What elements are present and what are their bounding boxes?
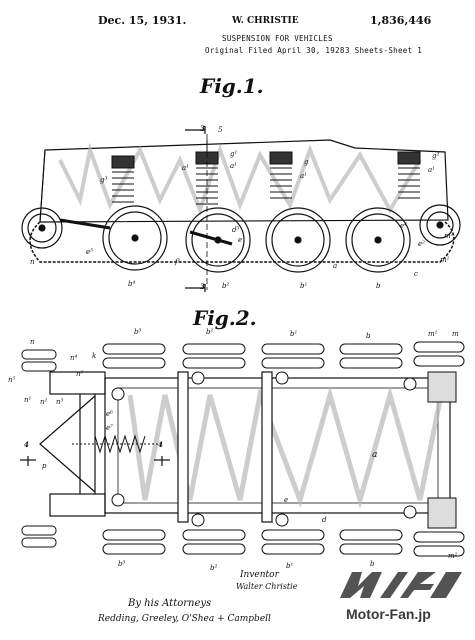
fig1-label-d3: d³ xyxy=(232,226,240,234)
fig2-section-4-left: 4 xyxy=(24,440,29,449)
spring-coil-4 xyxy=(397,151,421,199)
fig2-label-e-bot: e xyxy=(284,496,289,504)
patent-title: SUSPENSION FOR VEHICLES xyxy=(222,34,333,43)
front-spring xyxy=(72,434,162,454)
patent-number: 1,836,446 xyxy=(370,14,432,27)
fig1-label-g3: g³ xyxy=(100,176,108,184)
fig2-label-b2-top: b² xyxy=(206,328,214,336)
fig2-label-e7: e⁷ xyxy=(106,424,113,432)
fig2-bottom-wheels xyxy=(102,529,465,557)
fig1-label-e4: e⁴ xyxy=(400,222,407,230)
fig2-label-b3-bot: b³ xyxy=(118,560,126,568)
fig1-label-e2: e² xyxy=(418,240,425,248)
fig1-label-g1: g¹ xyxy=(230,150,238,158)
fig2-label-b-bot: b xyxy=(370,560,375,568)
fig2-label-b3-top: b³ xyxy=(134,328,142,336)
fig2-label-b1-bot: b¹ xyxy=(286,562,294,570)
fig2-label-m-top: m xyxy=(452,330,459,338)
watermark-site: Motor-Fan.jp xyxy=(346,606,431,622)
fig2-label-n3: n³ xyxy=(56,398,64,406)
fig2-label-p: p xyxy=(42,462,47,470)
fig2-label-n2: n² xyxy=(40,398,48,406)
fig1-label-m2: m² xyxy=(444,232,454,240)
fig1-label-a1a: a¹ xyxy=(182,164,189,172)
fig1-label-b: b xyxy=(376,282,381,290)
fig2-title: Fig.2. xyxy=(193,306,257,330)
fig1-label-f1: f¹ xyxy=(175,258,181,266)
fig2-label-k: k xyxy=(92,352,97,360)
fig2-label-n1: n¹ xyxy=(24,396,32,404)
fig2-label-m1-bot: m¹ xyxy=(448,552,458,560)
fig2-label-n5: n⁵ xyxy=(8,376,16,384)
fig2-label-m1-top: m¹ xyxy=(428,330,438,338)
fig1-label-b4: b⁴ xyxy=(128,280,136,288)
fig1-label-a: a xyxy=(333,262,338,270)
fig2-label-a: a xyxy=(372,450,378,460)
inventor-signature: Walter Christie xyxy=(236,582,298,591)
filing-date: Original Filed April 30, 1928 xyxy=(205,46,345,55)
spring-coil-3 xyxy=(269,151,293,199)
fig1-label-g2: g² xyxy=(432,152,440,160)
fig2-label-b1-top: b¹ xyxy=(290,330,298,338)
fig1-label-e: e xyxy=(238,236,243,244)
fig2-label-b-top: b xyxy=(366,332,371,340)
fig1-label-m1: m¹ xyxy=(440,256,450,264)
fig2-label-n4: n⁴ xyxy=(70,354,78,362)
by-attorneys-line: By his Attorneys xyxy=(128,598,212,609)
fig1-label-g: g xyxy=(304,158,309,166)
fig1-label-b2: b² xyxy=(222,282,230,290)
fig2-label-n-top: n xyxy=(30,338,35,346)
inventor-name-header: W. CHRISTIE xyxy=(232,16,299,26)
fig1-wheels xyxy=(21,204,461,273)
fig2-section-4-right: 4 xyxy=(158,440,163,449)
fig2-label-n6: n⁶ xyxy=(76,370,84,378)
fig1-label-c: c xyxy=(414,270,418,278)
fig2-top-wheels xyxy=(102,341,465,369)
fig1-label-5: 5 xyxy=(218,126,223,134)
fig2-label-b2-bot: b² xyxy=(210,564,218,572)
fig2-label-d-bot: d xyxy=(322,516,327,524)
fig1-label-b1: b¹ xyxy=(300,282,308,290)
sheet-info: 3 Sheets-Sheet 1 xyxy=(345,46,423,55)
spring-coil-1 xyxy=(111,155,135,203)
fig1-section-bottom: 3 xyxy=(200,282,205,291)
fig1-label-n: n xyxy=(30,258,35,266)
inventor-label: Inventor xyxy=(240,570,279,580)
fig1-label-a1c: a¹ xyxy=(300,172,307,180)
fig2-label-e6: e⁶ xyxy=(106,410,113,418)
fig1-section-top: 3 xyxy=(200,124,205,133)
fig1-label-a1d: a¹ xyxy=(428,166,435,174)
fig1-title: Fig.1. xyxy=(200,74,264,98)
fig1-label-a1b: a¹ xyxy=(230,162,237,170)
patent-date: Dec. 15, 1931. xyxy=(98,14,187,27)
attorneys-signature: Redding, Greeley, O'Shea + Campbell xyxy=(98,614,271,624)
fig1-label-e5: e⁵ xyxy=(86,248,93,256)
